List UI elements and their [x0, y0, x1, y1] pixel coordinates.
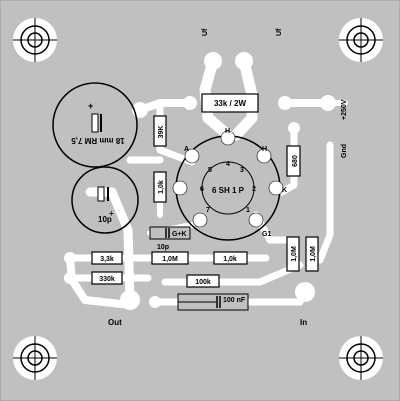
tube-pin-6: 6	[200, 186, 204, 193]
resistor-33k-label: 33k / 2W	[214, 99, 246, 108]
tube-pin-4: 4	[226, 161, 230, 168]
svg-text:+: +	[109, 209, 114, 218]
resistor-1-0k-horizontal-label: 1,0k	[223, 256, 237, 263]
terminal-uf-1: Uf	[202, 28, 209, 36]
resistor-1-0M-vertical-1: 1,0M	[286, 236, 300, 272]
mounting-hole-tr	[339, 18, 383, 62]
resistor-330k: 330k	[91, 271, 123, 285]
capacitor-100nf: 100 nF	[177, 293, 249, 311]
svg-text:+: +	[88, 101, 93, 111]
resistor-1-0M-horizontal-label: 1,0M	[162, 256, 178, 263]
resistor-33k: 33k / 2W	[201, 93, 259, 113]
pads	[64, 52, 336, 310]
mounting-hole-bl	[13, 336, 57, 380]
resistor-3-3k-label: 3,3k	[100, 256, 114, 263]
resistor-330k-label: 330k	[99, 276, 115, 283]
gk-label: G+K	[172, 231, 187, 238]
resistor-1-0M-horizontal: 1,0M	[151, 251, 189, 265]
resistor-1-0M-vertical-1-label: 1,0M	[291, 246, 298, 262]
resistor-1-0k-horizontal: 1,0k	[213, 251, 248, 265]
resistor-1-0M-vertical-2-label: 1,0M	[310, 246, 317, 262]
capacitor-10p-large: + 10p	[71, 166, 139, 234]
tube-socket: 4 3 5 6 2 7 1 6 SH 1 P H H A K G1	[172, 128, 287, 241]
tube-label-a: A	[184, 146, 189, 153]
capacitor-18mm-label: 18 mm RM 7,5	[71, 136, 125, 145]
tube-label-h1: H	[225, 128, 230, 135]
resistor-39k-label: 39K	[158, 126, 165, 139]
tube-pin-5: 5	[208, 167, 212, 174]
terminal-out: Out	[108, 318, 122, 327]
resistor-680: 680	[286, 145, 301, 177]
resistor-1-0M-vertical-2: 1,0M	[305, 236, 319, 272]
tube-label-k: K	[282, 187, 287, 194]
capacitor-10p-small: G+K 10p	[149, 226, 191, 251]
resistor-39k: 39K	[153, 115, 167, 147]
capacitor-100nf-label: 100 nF	[223, 297, 246, 304]
tube-label-g1: G1	[262, 231, 271, 238]
tube-pin-2: 2	[252, 186, 256, 193]
resistor-1-0k-vertical: 1,0k	[153, 171, 167, 203]
capacitor-18mm: + 18 mm RM 7,5	[52, 82, 138, 168]
mounting-hole-tl	[13, 18, 57, 62]
tube-name: 6 SH 1 P	[212, 186, 245, 195]
capacitor-10p-large-label: 10p	[98, 215, 112, 224]
terminal-in: In	[300, 318, 307, 327]
capacitor-10p-small-label: 10p	[157, 244, 169, 251]
terminal-gnd: Gnd	[341, 144, 348, 158]
resistor-680-label: 680	[292, 155, 299, 167]
tube-pin-1: 1	[246, 207, 250, 214]
resistor-100k: 100k	[186, 274, 220, 288]
resistor-1-0k-vertical-label: 1,0k	[158, 180, 165, 194]
resistor-3-3k: 3,3k	[91, 251, 123, 265]
terminal-uf-2: Uf	[276, 28, 283, 36]
tube-pin-3: 3	[240, 167, 244, 174]
tube-label-h2: H	[262, 146, 267, 153]
tube-pin-7: 7	[206, 207, 210, 214]
mounting-hole-br	[339, 336, 383, 380]
terminal-plus-250v: +250V	[341, 99, 348, 120]
resistor-100k-label: 100k	[195, 279, 211, 286]
